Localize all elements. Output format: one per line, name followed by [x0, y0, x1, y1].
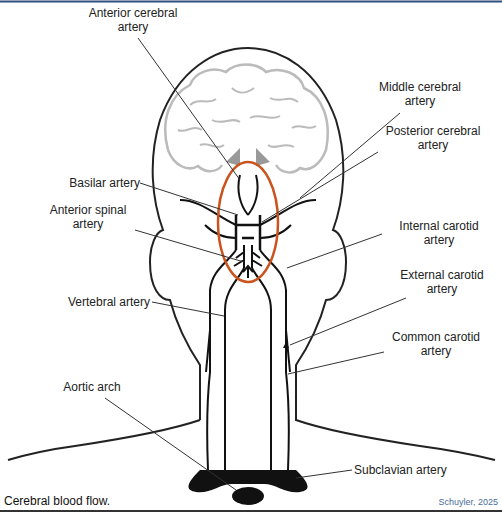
artery-label: Basilar artery	[36, 176, 140, 190]
artery-label: Posterior cerebral artery	[378, 124, 488, 152]
artery-label: Internal carotid artery	[384, 219, 494, 247]
artery-label: External carotid artery	[390, 268, 494, 296]
artery-label: Vertebral artery	[40, 295, 150, 309]
artery-label: Anterior cerebral artery	[85, 6, 181, 34]
artery-label: Anterior spinal artery	[40, 203, 136, 231]
artery-label: Common carotid artery	[384, 330, 488, 358]
artery-label: Aortic arch	[40, 380, 144, 394]
figure-caption: Cerebral blood flow.	[4, 494, 110, 508]
artery-label: Subclavian artery	[354, 463, 484, 477]
credit-text: Schuyler, 2025	[420, 497, 498, 507]
artery-label: Middle cerebral artery	[372, 80, 468, 108]
